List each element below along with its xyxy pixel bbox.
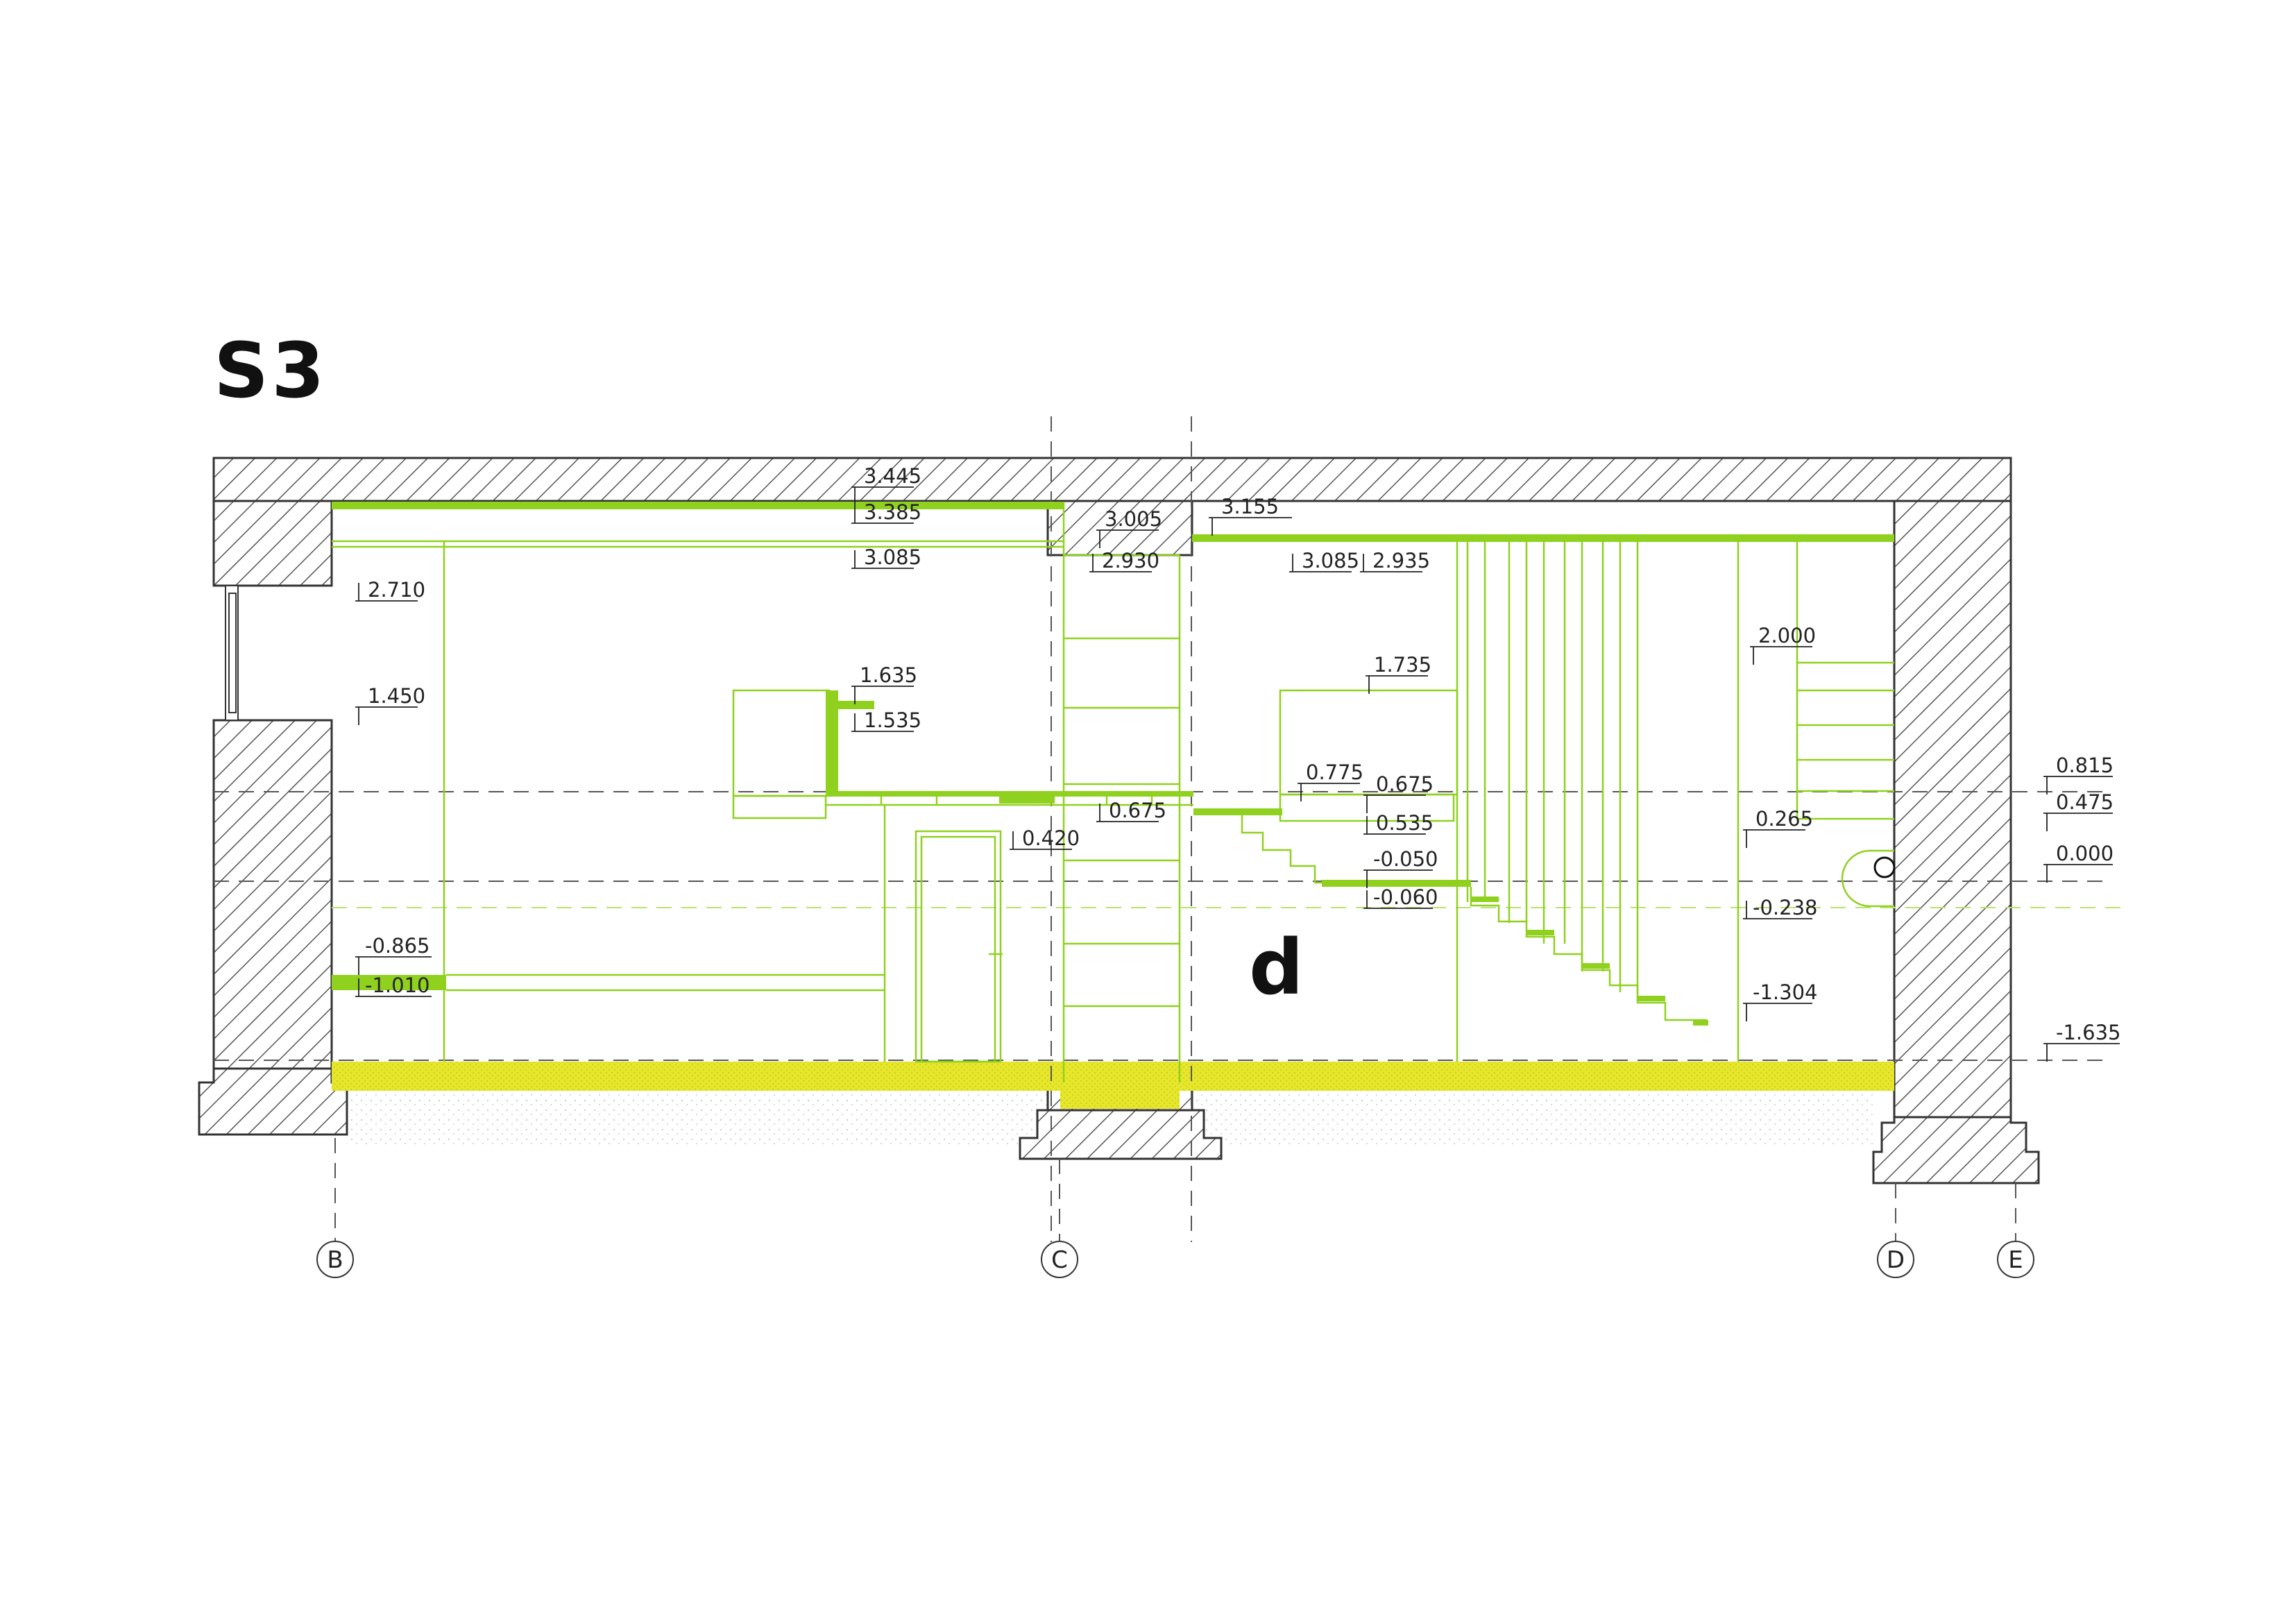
axis-label: D: [1887, 1246, 1905, 1274]
axis-bubble-d: D: [1877, 1241, 1914, 1278]
level-value: 0.420: [1022, 826, 1080, 850]
level-value: 2.710: [368, 578, 425, 602]
level-value: 0.535: [1376, 811, 1434, 835]
level-value: -1.304: [1753, 980, 1818, 1004]
level-value: 2.000: [1758, 624, 1816, 647]
level-value: 3.445: [864, 464, 921, 488]
level-value: 3.155: [1221, 495, 1279, 518]
level-marker: -1.010: [355, 974, 432, 997]
level-value: 1.450: [368, 684, 425, 708]
level-value: 0.265: [1755, 807, 1813, 831]
level-marker: 1.635: [851, 663, 917, 704]
level-value: 0.475: [2056, 790, 2114, 814]
level-marker: 3.445: [851, 464, 921, 505]
level-value: 0.775: [1306, 760, 1363, 784]
interior-linework: [332, 502, 1894, 1082]
level-marker: -0.238: [1743, 896, 1818, 919]
axis-bubble-c: C: [1041, 1241, 1078, 1278]
level-marker: 2.710: [355, 578, 425, 602]
level-value: 0.000: [2056, 842, 2114, 865]
level-value: 3.005: [1105, 507, 1162, 531]
structure-walls: [198, 457, 2040, 1184]
window: [225, 585, 239, 721]
level-marker: 1.735: [1366, 653, 1431, 694]
level-value: 0.675: [1376, 772, 1434, 796]
level-marker: 2.000: [1750, 624, 1816, 665]
level-marker: -0.050: [1363, 847, 1438, 888]
level-value: -1.635: [2056, 1021, 2121, 1044]
level-marker: 3.085: [851, 545, 921, 569]
level-marker: 3.005: [1096, 507, 1162, 548]
drawing-title: S3: [214, 326, 328, 415]
level-marker: 0.265: [1743, 807, 1813, 848]
level-value: 1.535: [864, 708, 921, 732]
axis-label: C: [1051, 1246, 1068, 1274]
level-marker: 0.775: [1298, 760, 1363, 801]
level-marker: 0.675: [1363, 772, 1434, 813]
level-value: 0.815: [2056, 754, 2114, 777]
level-marker: 3.155: [1209, 495, 1292, 536]
level-marker: 0.475: [2043, 790, 2114, 831]
level-marker: 0.675: [1096, 799, 1166, 822]
axis-bubble-e: E: [1997, 1241, 2034, 1278]
level-marker: -1.304: [1743, 980, 1818, 1021]
level-marker: 0.815: [2043, 754, 2114, 794]
level-marker: 0.420: [1010, 826, 1080, 850]
pipe-marker: [1873, 856, 1896, 878]
level-marker: -0.865: [355, 934, 432, 975]
level-marker: 0.000: [2043, 842, 2114, 883]
level-marker: 3.385: [851, 500, 921, 524]
level-value: 2.935: [1372, 549, 1430, 572]
level-value: 1.635: [860, 663, 917, 687]
level-marker: 1.450: [355, 684, 425, 725]
level-marker: 2.930: [1089, 549, 1159, 572]
level-value: -0.865: [365, 934, 430, 958]
level-value: -1.010: [365, 974, 430, 997]
level-value: 3.385: [864, 500, 921, 524]
level-value: 2.930: [1102, 549, 1159, 572]
level-marker: 0.535: [1363, 811, 1434, 835]
level-marker: 3.085: [1289, 549, 1359, 572]
floor-slab-pit: [1060, 1082, 1180, 1109]
level-value: -0.050: [1373, 847, 1438, 871]
axis-label: E: [2008, 1246, 2023, 1274]
level-value: 3.085: [864, 545, 921, 569]
level-marker: -0.060: [1363, 885, 1438, 909]
room-label: d: [1249, 923, 1304, 1012]
level-marker: -1.635: [2043, 1021, 2121, 1062]
axis-bubble-b: B: [316, 1241, 354, 1278]
level-marker: 1.535: [851, 708, 921, 732]
level-value: 1.735: [1374, 653, 1431, 677]
level-value: 0.675: [1109, 799, 1166, 822]
axis-label: B: [327, 1246, 343, 1274]
level-value: 3.085: [1302, 549, 1359, 572]
level-value: -0.238: [1753, 896, 1818, 919]
level-marker: 2.935: [1360, 549, 1430, 572]
level-value: -0.060: [1373, 885, 1438, 909]
